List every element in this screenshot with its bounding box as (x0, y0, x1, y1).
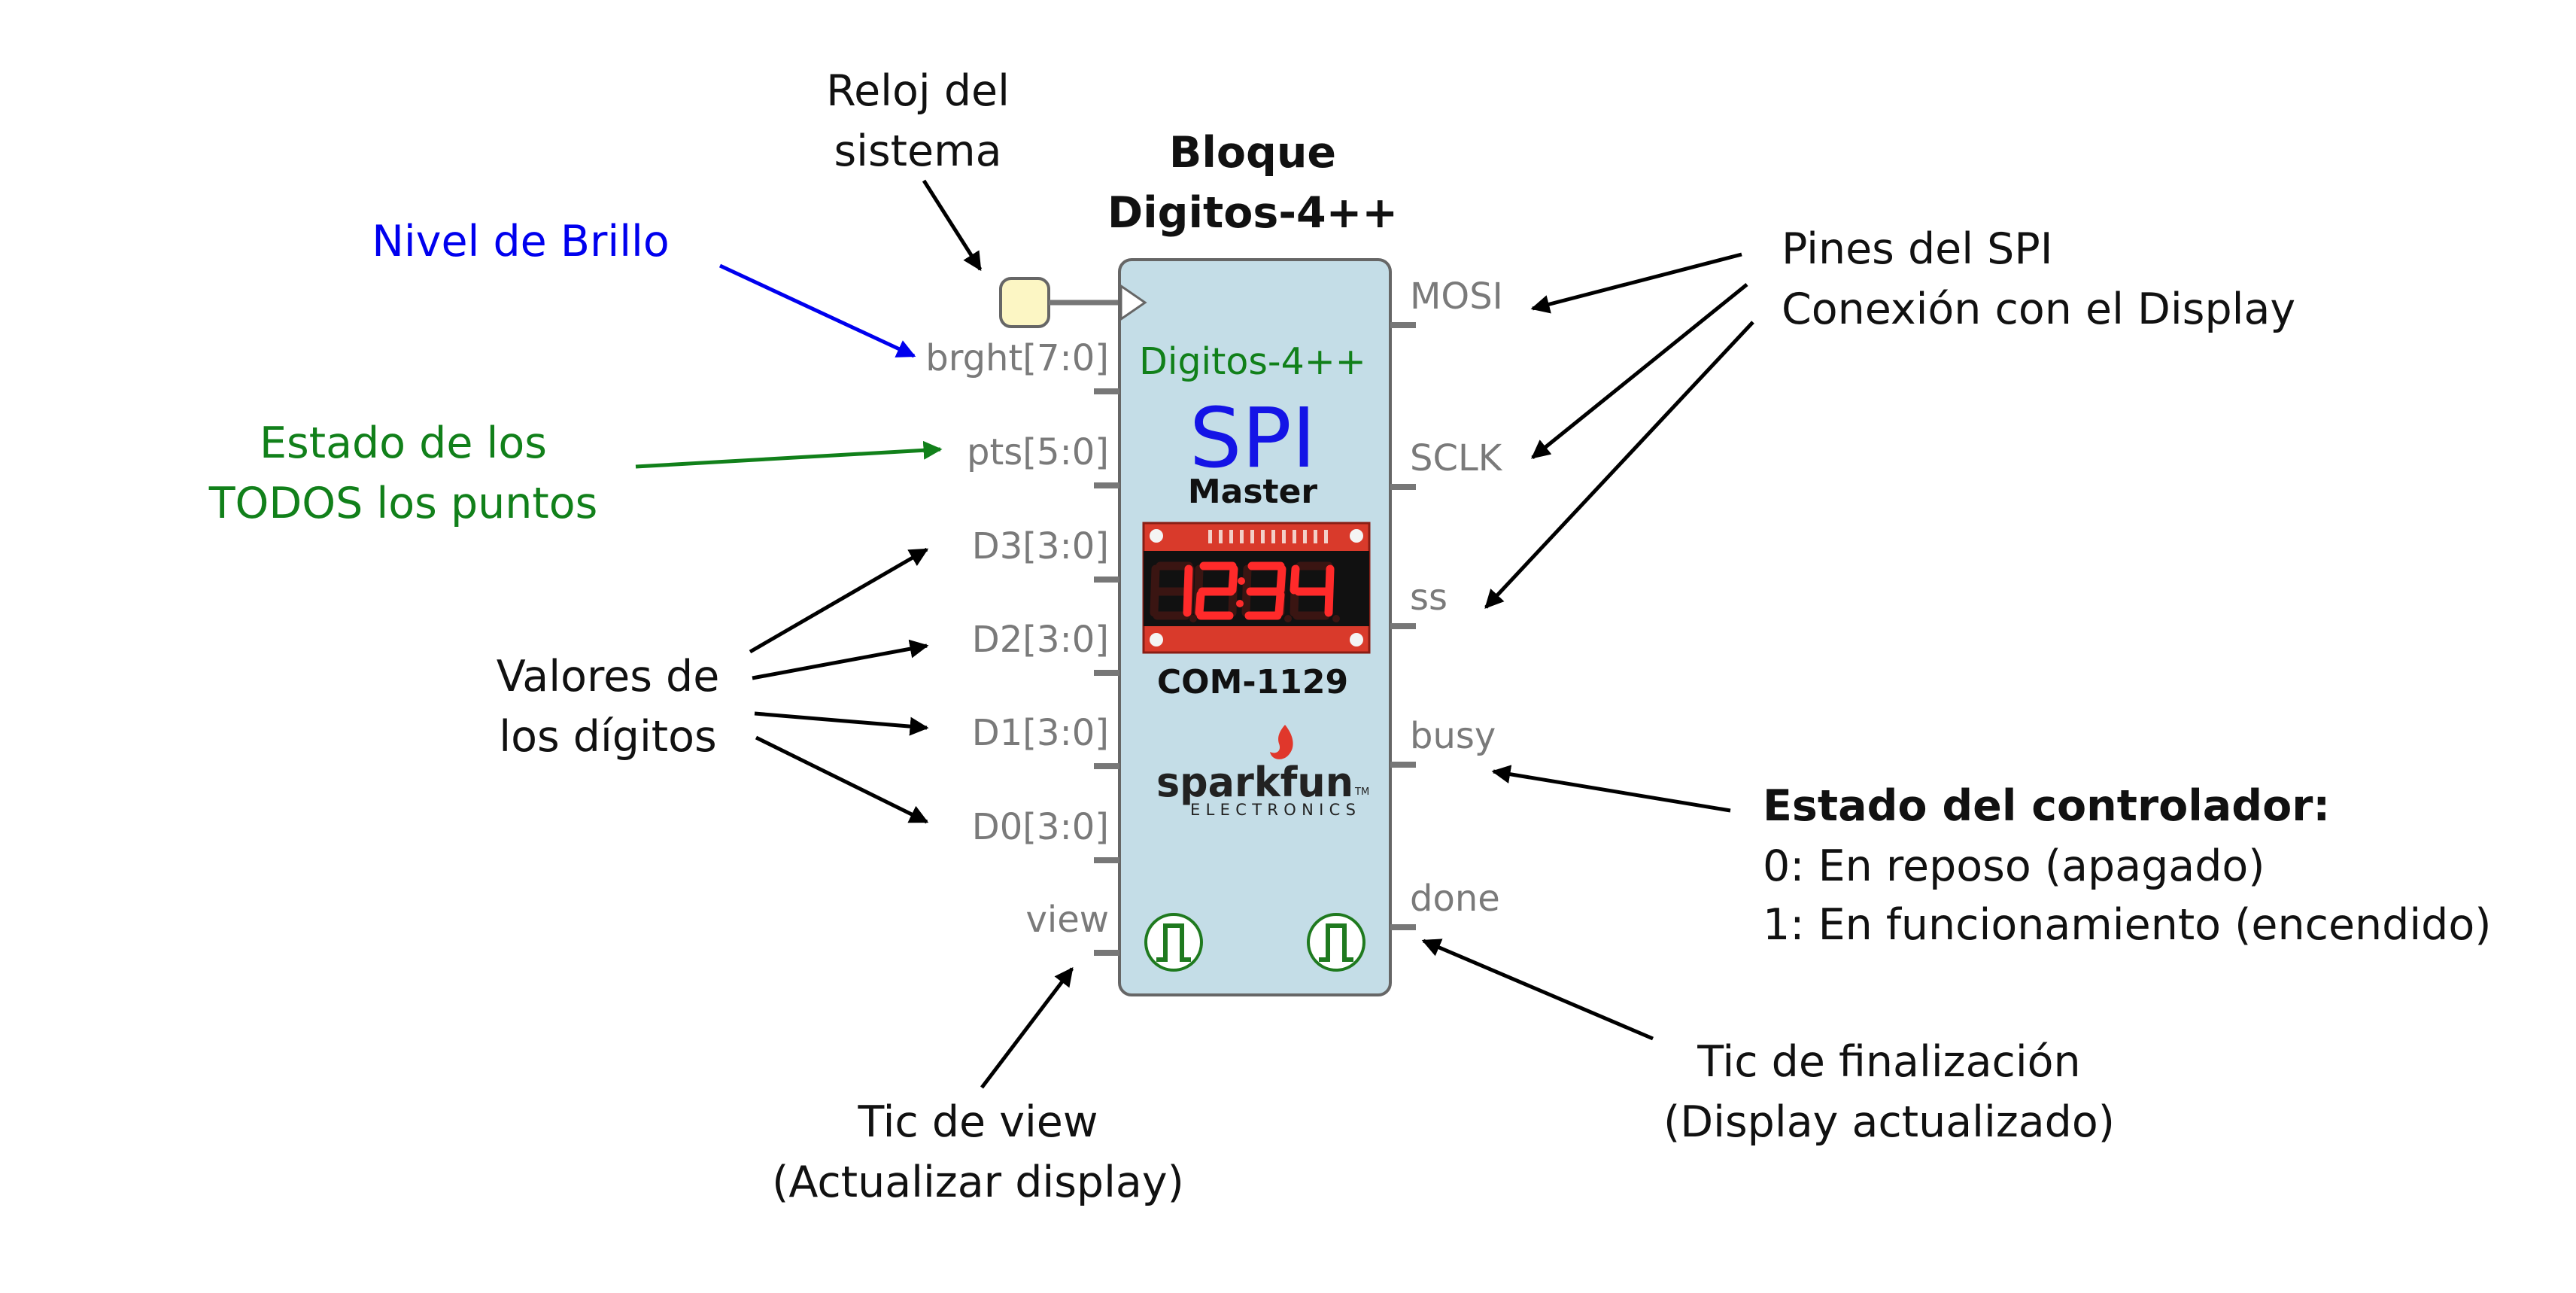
annotation-status-line1: 0: En reposo (apagado) (1763, 841, 2265, 891)
annotation-status-title: Estado del controlador: (1763, 781, 2330, 831)
arrow-digit-d1 (754, 711, 929, 736)
spi-label: SPI (1189, 390, 1317, 486)
arrow-digit-d3 (749, 547, 929, 654)
pin-label-sclk: SCLK (1410, 437, 1503, 479)
arrow-spi-ss (1484, 321, 1754, 609)
arrow-done (1421, 939, 1654, 1041)
annotation-digits-line2: los dígitos (499, 712, 716, 762)
clock-label-line2: sistema (834, 126, 1001, 176)
pin-label-view: view (1025, 899, 1109, 941)
arrow-spi-mosi (1530, 252, 1742, 314)
block-title-line1: Bloque (1169, 128, 1336, 178)
clock-input-port[interactable] (999, 277, 1050, 328)
arrow-digit-d0 (755, 735, 929, 824)
master-label: Master (1188, 473, 1318, 511)
clock-edge-icon (1119, 284, 1147, 321)
clock-arrow (922, 179, 983, 272)
output-pins (1390, 322, 1416, 930)
annotation-brightness: Nivel de Brillo (372, 217, 670, 266)
pin-label-d2: D2[3:0] (972, 619, 1109, 661)
pin-label-done: done (1410, 878, 1500, 920)
brand-name: sparkfun (1156, 759, 1353, 806)
arrow-status (1491, 765, 1731, 813)
block-name: Digitos-4++ (1139, 340, 1366, 383)
pin-label-mosi: MOSI (1410, 275, 1503, 318)
brand-tm: TM (1354, 786, 1369, 798)
annotation-view-line1: Tic de view (858, 1097, 1098, 1147)
pin-label-busy: busy (1410, 715, 1496, 757)
annotation-digits-line1: Valores de (497, 652, 720, 701)
arrow-digit-d2 (752, 639, 929, 680)
annotation-points-line1: Estado de los (260, 418, 547, 468)
annotation-points-line2: TODOS los puntos (208, 479, 598, 528)
flame-icon (1270, 725, 1293, 759)
annotation-done-line1: Tic de finalización (1697, 1037, 2080, 1087)
arrow-view (980, 967, 1074, 1089)
pin-label-d3: D3[3:0] (972, 525, 1109, 567)
arrow-brightness (718, 263, 916, 358)
arrow-spi-sclk (1531, 283, 1748, 459)
display-pcb-image (1142, 522, 1371, 654)
part-number: COM-1129 (1157, 663, 1348, 701)
pin-label-d0: D0[3:0] (972, 806, 1109, 848)
input-pins (1094, 388, 1119, 956)
annotation-status-line2: 1: En funcionamiento (encendido) (1763, 900, 2491, 950)
done-tic-icon (1307, 913, 1365, 972)
pin-label-brght: brght[7:0] (925, 337, 1109, 379)
annotation-spi-line2: Conexión con el Display (1782, 284, 2295, 334)
view-tic-icon (1144, 913, 1203, 972)
annotation-spi-line1: Pines del SPI (1782, 224, 2053, 274)
clock-label-line1: Reloj del (826, 66, 1010, 116)
pin-label-pts: pts[5:0] (967, 431, 1109, 473)
annotation-view-line2: (Actualizar display) (772, 1158, 1184, 1207)
block-title-line2: Digitos-4++ (1107, 188, 1398, 238)
annotation-done-line2: (Display actualizado) (1663, 1097, 2115, 1147)
pin-label-ss: ss (1410, 577, 1447, 619)
arrow-points (635, 440, 943, 469)
pin-label-d1: D1[3:0] (972, 712, 1109, 754)
